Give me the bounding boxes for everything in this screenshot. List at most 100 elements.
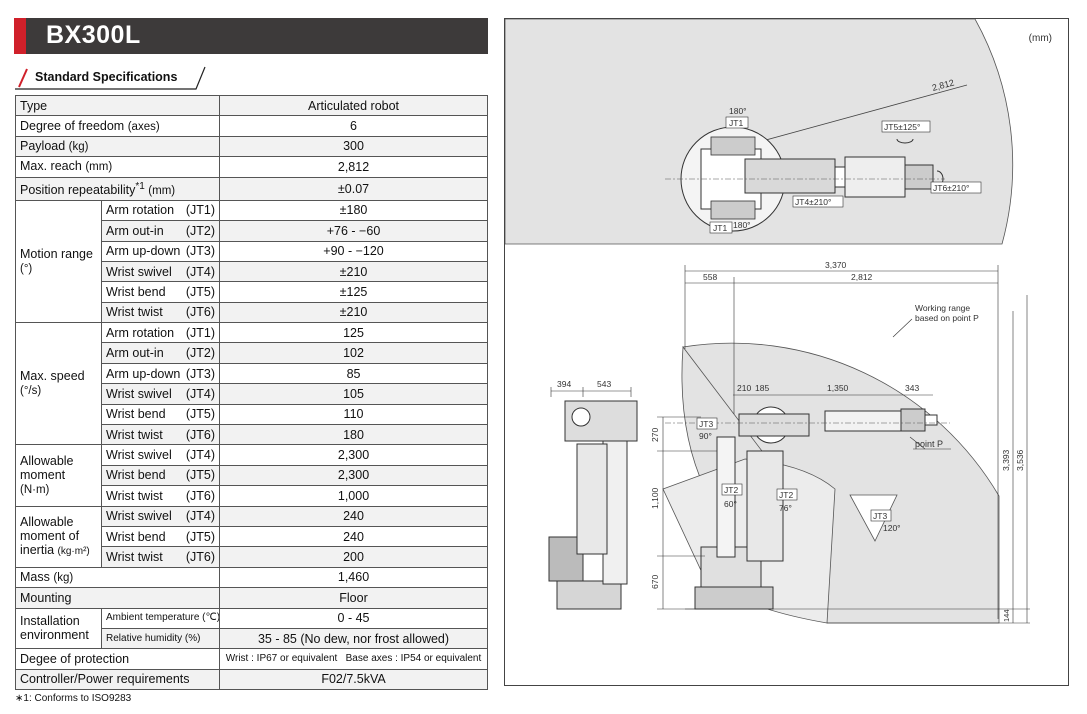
dim-185: 185 xyxy=(755,383,769,393)
table-row: Installation environment Ambient tempera… xyxy=(15,607,489,650)
footnote: ∗1: Conforms to ISO9283 xyxy=(15,693,132,704)
env-label: Ambient temperature (℃) xyxy=(100,607,221,629)
row-value: 35 - 85 (No dew, nor frost allowed) xyxy=(219,627,489,650)
table-row: Max. speed(°/s) Arm rotation(JT1) 125 xyxy=(15,322,489,446)
table-row: Controller/Power requirements F02/7.5kVA xyxy=(14,668,489,691)
row-value: 300 xyxy=(219,135,489,158)
table-row: Allowable moment(N·m) Wrist swivel(JT4) … xyxy=(15,444,489,507)
dim-144: 144 xyxy=(1002,609,1011,622)
table-row: Arm up-down(JT3) +90 - −120 xyxy=(16,240,489,262)
joint-label: Wrist bend(JT5) xyxy=(100,281,221,303)
jt1-angle: 180° xyxy=(729,106,747,116)
joint-label: Wrist swivel(JT4) xyxy=(100,383,221,405)
row-label: Mounting xyxy=(14,587,221,609)
row-value: ±125 xyxy=(219,281,489,303)
dimension-drawing: (mm) 2,812 180° JT1 JT1 180° JT5±125° JT… xyxy=(505,19,1052,624)
row-value: Floor xyxy=(219,587,489,609)
joint-label: Arm out-in(JT2) xyxy=(100,220,221,242)
table-row: Mass (kg) 1,460 xyxy=(14,566,489,589)
section-title: Standard Specifications xyxy=(35,70,178,84)
working-range-line2: based on point P xyxy=(915,313,979,323)
joint-label: Wrist swivel(JT4) xyxy=(100,505,221,527)
row-value: 85 xyxy=(219,362,489,385)
jt5-label: JT5±125° xyxy=(884,122,920,132)
table-row: Motion range(°) Arm rotation(JT1) ±180 xyxy=(15,199,489,324)
row-value: ±180 xyxy=(219,199,489,222)
row-value: 2,300 xyxy=(219,444,489,466)
row-value: 125 xyxy=(219,322,489,344)
dim-1350: 1,350 xyxy=(827,383,849,393)
row-value: 2,300 xyxy=(219,464,489,487)
row-value: 105 xyxy=(219,383,489,405)
jt1-bottom-label: JT1 xyxy=(713,223,727,233)
row-value: ±210 xyxy=(219,301,489,324)
dim-394: 394 xyxy=(557,379,571,389)
table-row: Type Articulated robot xyxy=(14,94,489,117)
table-row: Wrist bend(JT5) 240 xyxy=(16,525,489,548)
dim-210: 210 xyxy=(737,383,751,393)
jt3-top-label: JT3 xyxy=(699,419,713,429)
model-title-bar: BX300L xyxy=(14,18,488,54)
table-row: Max. reach (mm) 2,812 xyxy=(14,156,489,178)
table-row: Wrist twist(JT6) 200 xyxy=(16,546,489,568)
dim-2812: 2,812 xyxy=(851,272,873,282)
row-label: Mass (kg) xyxy=(14,566,221,589)
table-row: Arm up-down(JT3) 85 xyxy=(16,362,489,385)
jt3-right-box xyxy=(870,509,892,522)
dim-3536: 3,536 xyxy=(1015,449,1025,471)
spec-table: Type Articulated robot Degree of freedom… xyxy=(14,94,489,691)
row-value: 240 xyxy=(219,525,489,548)
table-row: Payload (kg) 300 xyxy=(14,135,489,158)
group-label-moment: Allowable moment(N·m) xyxy=(15,444,102,507)
jt4-box xyxy=(792,195,844,208)
joint-label: Wrist twist(JT6) xyxy=(100,424,221,446)
row-value: 102 xyxy=(219,342,489,364)
jt2-left-angle: 60° xyxy=(724,499,737,509)
row-value: +90 - −120 xyxy=(219,240,489,262)
row-value: 240 xyxy=(219,505,489,527)
jt1-box xyxy=(725,116,749,129)
row-label: Controller/Power requirements xyxy=(14,668,221,691)
row-value: Wrist : IP67 or equivalent Base axes : I… xyxy=(219,648,489,670)
table-row: Wrist twist(JT6) 1,000 xyxy=(16,485,489,507)
jt4-label: JT4±210° xyxy=(795,197,831,207)
joint-label: Arm out-in(JT2) xyxy=(100,342,221,364)
dim-543: 543 xyxy=(597,379,611,389)
table-row: Arm out-in(JT2) +76 - −60 xyxy=(16,220,489,242)
table-row: Wrist swivel(JT4) ±210 xyxy=(16,260,489,283)
row-value: Articulated robot xyxy=(219,94,489,117)
joint-label: Wrist bend(JT5) xyxy=(100,464,221,487)
jt2-left-box xyxy=(721,483,743,496)
group-label-motion-range: Motion range(°) xyxy=(15,199,102,324)
dim-1100: 1,100 xyxy=(650,487,660,509)
row-value: 2,812 xyxy=(219,156,489,178)
row-value: ±210 xyxy=(219,260,489,283)
dim-558: 558 xyxy=(703,272,717,282)
reach-line xyxy=(732,84,968,150)
row-value: F02/7.5kVA xyxy=(219,668,489,691)
jt1-label: JT1 xyxy=(729,118,743,128)
working-range-line1: Working range xyxy=(915,303,970,313)
jt2-right-label: JT2 xyxy=(779,490,793,500)
row-value: 1,000 xyxy=(219,485,489,507)
dim-343: 343 xyxy=(905,383,919,393)
dim-3393: 3,393 xyxy=(1001,449,1011,471)
row-label: Degree of freedom (axes) xyxy=(14,115,221,137)
jt1-bottom-box xyxy=(709,221,733,234)
table-row: Wrist bend(JT5) 2,300 xyxy=(16,464,489,487)
front-view-robot xyxy=(548,400,638,610)
joint-label: Wrist twist(JT6) xyxy=(100,546,221,568)
dim-670: 670 xyxy=(650,575,660,589)
row-label: Degee of protection xyxy=(14,648,221,670)
env-label: Relative humidity (%) xyxy=(100,627,221,650)
group-label-max-speed: Max. speed(°/s) xyxy=(15,322,102,446)
row-value: 200 xyxy=(219,546,489,568)
row-label: Type xyxy=(14,94,221,117)
unit-label: (mm) xyxy=(1029,33,1052,44)
jt2-right-box xyxy=(776,488,798,501)
jt5-box xyxy=(881,120,931,133)
jt6-box xyxy=(930,181,982,194)
row-label: Payload (kg) xyxy=(14,135,221,158)
dim-3370: 3,370 xyxy=(825,260,847,270)
title-accent xyxy=(14,18,26,54)
